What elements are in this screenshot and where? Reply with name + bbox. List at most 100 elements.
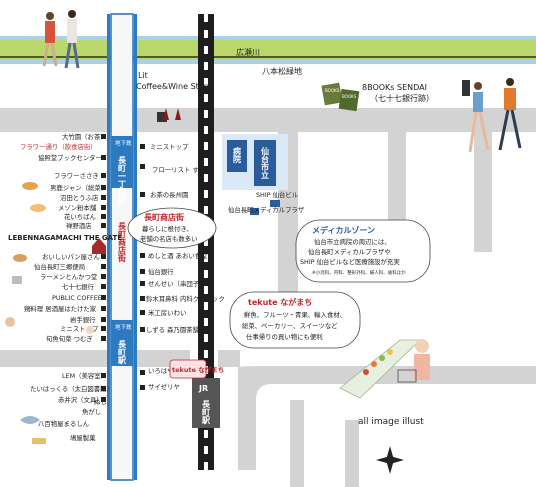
subway-station-nagamachi-tag: 地下鉄 [115,323,132,331]
shop-label: 大竹園（お茶） [62,132,107,141]
tekute-label: tekute ながまち [172,365,224,374]
road-south [290,400,304,487]
road-lower-mid [218,350,240,367]
subway-station-ichome-name: 長町一丁目駅 [117,156,127,205]
callout-medical-note: ※小児科、内科、整形外科、婦人科、歯科ほか [312,269,406,276]
right-shop-markers [140,144,145,390]
shop-label: 花いちばん [64,212,97,221]
medical-plaza-name: 仙台長町メディカルプラザ [228,205,305,214]
shop-label: ミニストップ [60,325,99,333]
gate-icon [92,238,106,254]
jr-station-tag: JR [198,384,208,393]
left-shops-bottom: LEM（美容室） たいはっくる（太白図書館） 赤井沢（文具） ぬし 八百物屋まる… [30,371,113,442]
left-shop-markers [101,134,106,402]
books-name: 8BOOKs SENDAI [362,83,427,92]
shop-label: お茶の長州園 [150,190,188,199]
right-of-street: ミニストップ フローリスト すずき お茶の長州園 [150,143,212,199]
shop-label: 男鹿ジャン（総菜） [50,183,107,192]
callout-medical-title: メディカルゾーン [312,225,375,235]
book-logo-text-2: BOOKS [342,94,357,99]
shopping-street-name: 長町商店街 [117,222,127,263]
lit-sub: Coffee&Wine Stand [136,82,214,91]
shop-label: 仙台長町三郷便局 [34,262,85,271]
callout-tekute-title: tekute ながまち [248,297,312,307]
walking-couple-illustration [42,10,80,69]
road-south-2 [345,420,359,487]
right-of-street-low: めしと酒 あおい食堂 仙台銀行 せんせい（串団子） 鈴木耳鼻科 内科クリニック … [146,251,225,334]
callout-street-line: 暮らしに根付き、 [142,224,193,233]
left-shops-low: おいしいパン屋さん 仙台長町三郷便局 ラーメンとんかつ堂 七十七銀行 PUBLI… [24,253,102,343]
shop-label: 沼田とうふ店 [60,193,99,202]
shop-label: フラワーささき [54,172,99,180]
hospital-name-box [254,140,276,186]
lit-marker [157,112,167,122]
basket-icon [397,369,417,383]
runners-illustration [468,78,522,153]
medical-plaza-marker [250,208,259,215]
shop-label: ミニストップ [150,143,189,151]
shop-label: せんせい（串団子） [148,280,206,288]
image-credit: all image illust [358,417,424,427]
shop-label: LEM（美容室） [62,371,107,380]
market-illustration [339,339,430,399]
subway-station-ichome-tag: 地下鉄 [115,139,132,147]
shop-label: フローリスト すずき [152,165,212,174]
callout-medical-bubble [295,219,431,283]
shop-label: たいはっくる（太白図書館） [30,384,113,393]
shop-label: ぬし [94,398,107,406]
road-right-3 [474,132,492,252]
shop-label: 八百物屋まるしん [38,419,90,428]
shop-label: おいしいパン屋さん [42,253,100,261]
subway-station-nagamachi-name: 長町駅 [117,340,127,365]
shop-label: メゾン粉本舗 [58,203,97,212]
hospital-name: 仙台市立 [261,146,270,179]
callout-medical-line: 仙台長町メディカルプラザや [308,247,391,256]
wine-glass-icon [163,108,181,120]
shop-label: フラワー通り（飲食店街） [20,142,97,151]
callout-street-line: 老舗の名店も数多い [140,234,198,243]
shop-label: めしと酒 あおい食堂 [148,251,208,260]
ship-building-marker [270,200,280,207]
book-icon-2 [338,88,360,112]
subway-station-ichome [111,136,133,188]
road-lower-left [0,350,190,367]
callout-tekute-bubble [229,291,361,349]
shop-label: 赤井沢（文具） [58,395,103,404]
road-upper [0,108,536,132]
river-name: 広瀬川 [236,47,260,57]
callout-medical-line: 仙台市立病院の周辺には、 [314,237,391,246]
shop-label: 米工房いわい [148,308,186,317]
left-shops-top: 大竹園（お茶） フラワー通り（飲食店街） 協照堂ブックセンター [20,132,107,162]
left-shops-mid: フラワーささき 男鹿ジャン（総菜） 沼田とうふ店 メゾン粉本舗 花いちばん 禅野… [50,172,107,230]
shop-label: しずる 森乃園茶舗 [146,325,200,334]
callout-tekute-line: 総菜、ベーカリー、スイーツなど [242,321,338,330]
book-logo-text-1: BOOKS [325,88,340,93]
tekute-marker [169,359,207,379]
books-sub: （七十七銀行跡） [370,93,434,103]
callout-street-bubble [127,207,217,249]
subway-edge-left [107,14,110,480]
ship-building-name: SHIP 仙台ビル [256,190,299,199]
shop-label: 岩手銀行 [70,315,96,324]
shop-label: 協照堂ブックセンター [38,153,102,162]
shop-label: 七十七銀行 [62,282,95,291]
callout-street-title: 長町商店街 [144,212,184,222]
callout-medical-line: SHIP 仙台ビルなど医療施設が充実 [300,257,400,266]
food-icons [5,182,94,444]
shop-label: 旬魚旬菜 つむぎ [46,334,93,343]
shop-label: 鈴木耳鼻科 内科クリニック [146,294,225,303]
shop-label: 仙台銀行 [148,267,174,276]
callout-tekute-line: 鮮魚、フルーツ・青果、輸入食材、 [244,310,346,319]
green-belt-name: 八本松緑地 [262,66,302,76]
lit-name: Lit [138,71,148,80]
callout-tekute-line: 仕事帰りの買い物にも便利 [246,332,323,341]
shop-label: PUBLIC COFFEE [52,294,102,302]
subway-station-nagamachi [111,320,133,366]
jr-station [192,378,220,428]
books-marker [462,80,470,96]
shop-label: 禅野酒店 [66,221,92,230]
subway-edge-right [134,14,137,480]
gate-name: LEBENNAGAMACHI THE GATE [8,234,122,242]
